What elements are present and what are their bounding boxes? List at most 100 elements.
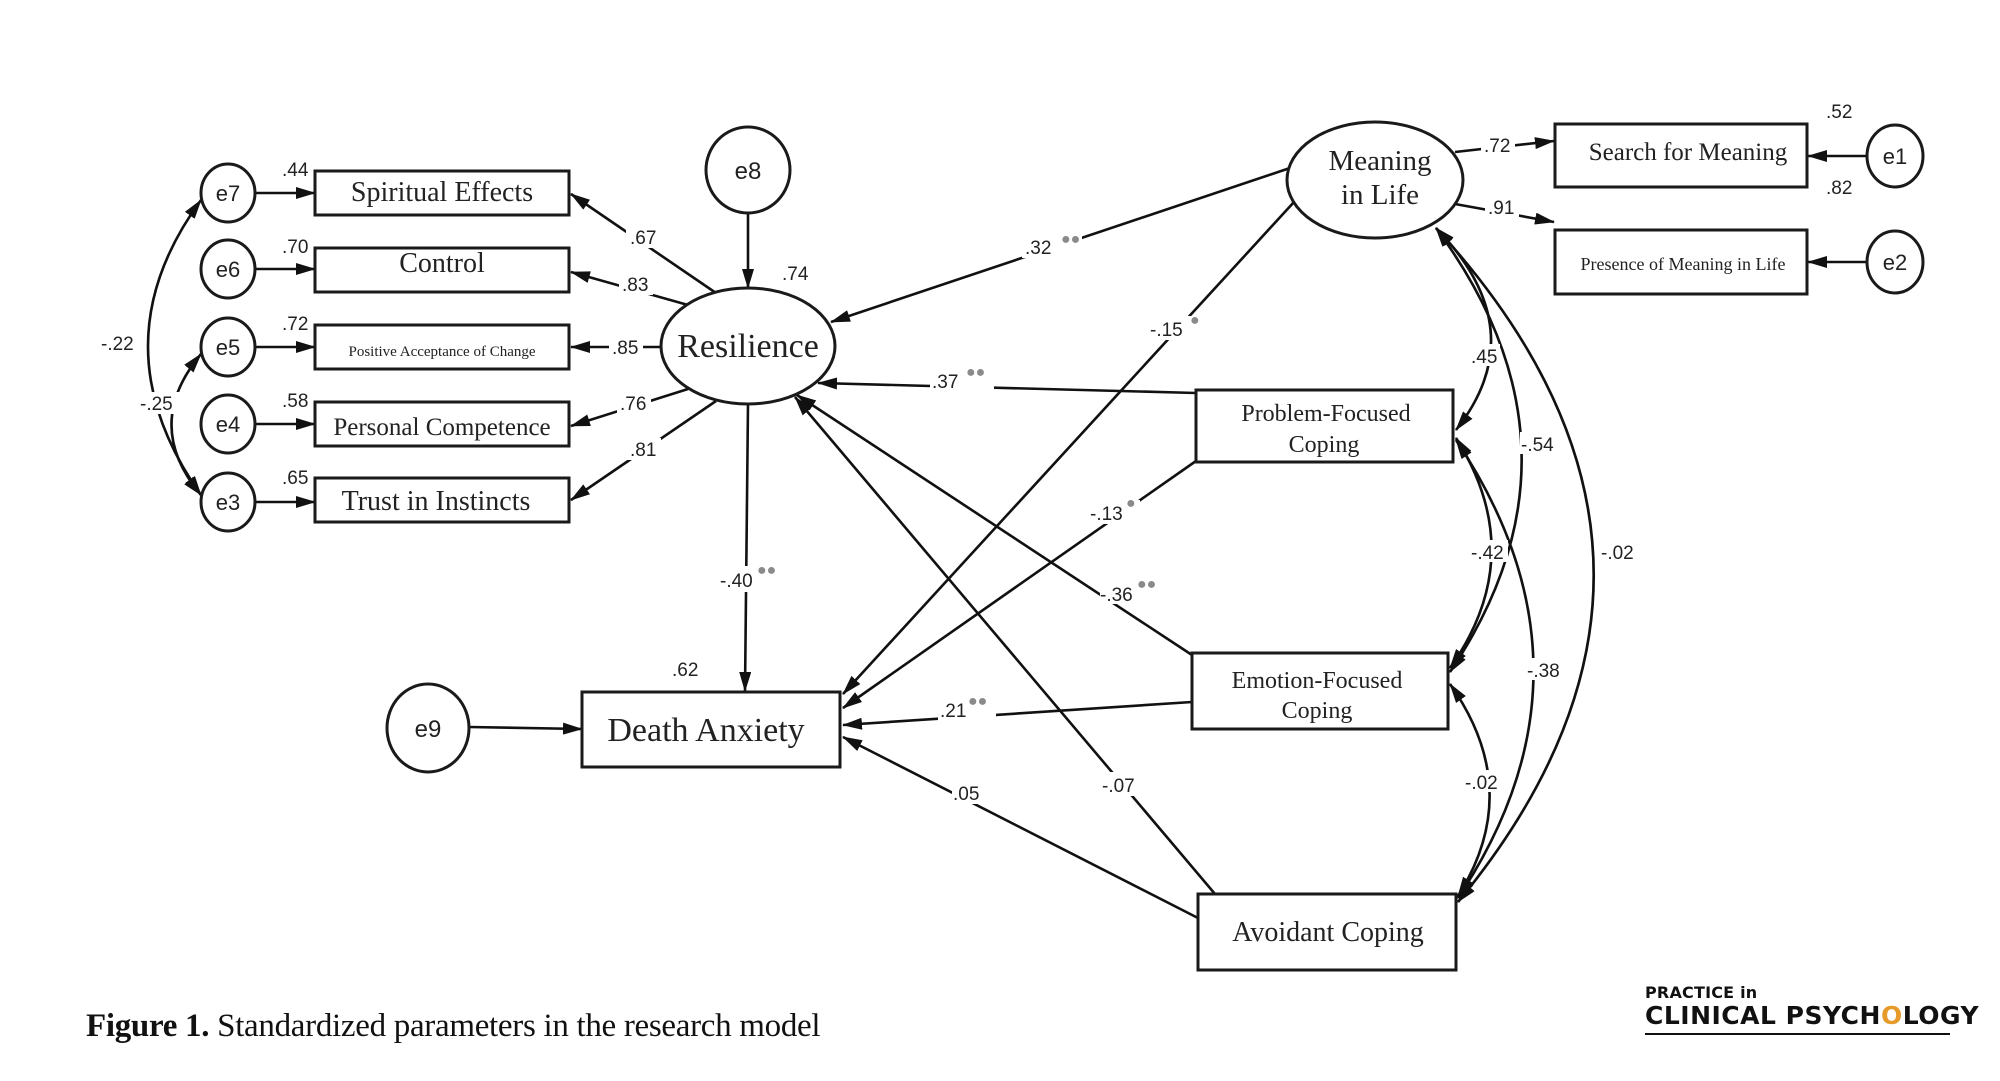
error-label: e4	[216, 412, 240, 437]
path-coefficient: .05	[953, 784, 979, 805]
significance-marker: ●	[1126, 495, 1136, 512]
latent-label: in Life	[1341, 179, 1419, 211]
error-node-e7: e7	[199, 162, 257, 224]
indicator-label: Control	[399, 248, 485, 279]
loading-label: .76	[620, 394, 646, 415]
r-squared-label: .52	[1826, 102, 1852, 123]
error-label: e9	[415, 716, 442, 743]
figure-caption-label: Figure 1.	[86, 1008, 210, 1044]
error-label: e8	[735, 158, 762, 185]
r-squared-label: .58	[282, 391, 308, 412]
cov-pfc-avoid	[1454, 439, 1535, 899]
latent-meaning-in-life: Meaning in Life	[1285, 120, 1465, 240]
logo-text-b: LOGY	[1902, 1001, 1980, 1030]
covariance-label: -.38	[1527, 661, 1560, 682]
error-node-e5: e5	[199, 316, 257, 378]
covariance-label: -.42	[1471, 543, 1504, 564]
latent-label: Resilience	[677, 328, 819, 365]
error-node-e8: e8	[704, 125, 792, 215]
loading-label: .72	[1484, 136, 1510, 157]
error-label: e5	[216, 335, 240, 360]
edge-meaning-death	[842, 201, 1295, 695]
error-node-e6: e6	[199, 238, 257, 300]
significance-marker: ●●	[966, 364, 985, 381]
indicator-label: Presence of Meaning in Life	[1581, 254, 1786, 274]
r-squared-label: .70	[282, 237, 308, 258]
observed-label: Emotion-Focused	[1232, 668, 1403, 694]
indicator-label: Spiritual Effects	[351, 177, 533, 208]
indicator-label: Personal Competence	[333, 414, 550, 441]
edge-e9-death	[468, 722, 583, 735]
nodes: e7 e6 e5 e4 e3 e8 e9 e1	[199, 120, 1925, 972]
figure-caption-text: Standardized parameters in the research …	[209, 1008, 821, 1044]
cov-meaning-avoid	[1435, 227, 1596, 903]
journal-logo: PRACTICE in CLINICAL PSYCHOLOGY	[1645, 983, 1979, 1035]
significance-marker: ●	[1190, 312, 1200, 329]
journal-logo-line1: PRACTICE in	[1645, 983, 1758, 1002]
indicator-label: Trust in Instincts	[342, 486, 531, 517]
covariance-label: -.22	[101, 334, 134, 355]
significance-marker: ●●	[1061, 231, 1080, 248]
loading-label: .91	[1488, 198, 1514, 219]
indicator-control: Control	[313, 246, 571, 294]
significance-marker: ●●	[1137, 576, 1156, 593]
error-label: e3	[216, 490, 240, 515]
indicator-search-for-meaning: Search for Meaning	[1553, 122, 1809, 189]
loading-label: .81	[630, 440, 656, 461]
observed-label: Avoidant Coping	[1232, 917, 1424, 948]
observed-problem-focused-coping: Problem-Focused Coping	[1194, 388, 1455, 464]
covariance-label: -.02	[1465, 773, 1498, 794]
path-coefficient: -.36	[1100, 585, 1133, 606]
significance-marker: ●●	[968, 693, 987, 710]
edge-pfc-resilience	[817, 377, 1197, 395]
edge-efc-resilience	[796, 393, 1193, 657]
loading-label: .83	[622, 275, 648, 296]
indicator-presence-of-meaning: Presence of Meaning in Life	[1553, 228, 1809, 296]
error-label: e7	[216, 181, 240, 206]
edge-avoid-death	[842, 735, 1199, 920]
error-node-e9: e9	[385, 682, 471, 774]
r-squared-label: .65	[282, 468, 308, 489]
loading-label: .85	[612, 338, 638, 359]
r-squared-label: .44	[282, 160, 309, 181]
loading-label: .67	[630, 228, 656, 249]
r-squared-label: .82	[1826, 178, 1852, 199]
latent-resilience: Resilience	[659, 286, 837, 406]
indicator-positive-acceptance: Positive Acceptance of Change	[313, 323, 571, 371]
path-coefficient: -.15	[1150, 320, 1183, 341]
indicator-label: Search for Meaning	[1589, 139, 1788, 166]
path-coefficient: .37	[932, 372, 958, 393]
indicator-spiritual-effects: Spiritual Effects	[313, 169, 571, 217]
r-squared-label: .72	[282, 314, 308, 335]
figure-caption: Figure 1. Standardized parameters in the…	[86, 1008, 821, 1045]
journal-logo-line2: CLINICAL PSYCHOLOGY	[1645, 1001, 1979, 1030]
r-squared-label: .62	[672, 660, 698, 681]
indicator-trust-in-instincts: Trust in Instincts	[313, 476, 571, 524]
error-label: e2	[1883, 250, 1907, 275]
r-squared-label: .74	[782, 264, 809, 285]
covariance-label: .45	[1471, 347, 1497, 368]
path-coefficient: .32	[1025, 238, 1051, 259]
observed-label: Coping	[1282, 698, 1353, 724]
path-coefficient: -.40	[720, 571, 753, 592]
path-coefficient: -.13	[1090, 504, 1123, 525]
outcome-death-anxiety: Death Anxiety	[580, 690, 842, 769]
logo-text-a: CLINICAL PSYCH	[1645, 1001, 1881, 1030]
error-node-e3: e3	[199, 471, 257, 533]
observed-emotion-focused-coping: Emotion-Focused Coping	[1190, 651, 1450, 731]
latent-label: Meaning	[1328, 145, 1431, 177]
indicator-personal-competence: Personal Competence	[313, 400, 571, 448]
covariance-label: -.02	[1601, 543, 1634, 564]
path-coefficient: -.07	[1102, 776, 1135, 797]
coefficients: .44 .70 .72 .58 .65 .74 .52 .82 .62 .67 …	[100, 102, 1852, 805]
observed-label: Problem-Focused	[1241, 401, 1410, 427]
error-node-e1: e1	[1865, 123, 1925, 189]
error-label: e1	[1883, 144, 1907, 169]
edge-resilience-death	[739, 403, 752, 692]
logo-emblem-icon: O	[1880, 1001, 1903, 1030]
significance-marker: ●●	[757, 562, 776, 579]
error-node-e4: e4	[199, 393, 257, 455]
indicator-label: Positive Acceptance of Change	[348, 344, 535, 360]
path-coefficient: .21	[940, 701, 966, 722]
